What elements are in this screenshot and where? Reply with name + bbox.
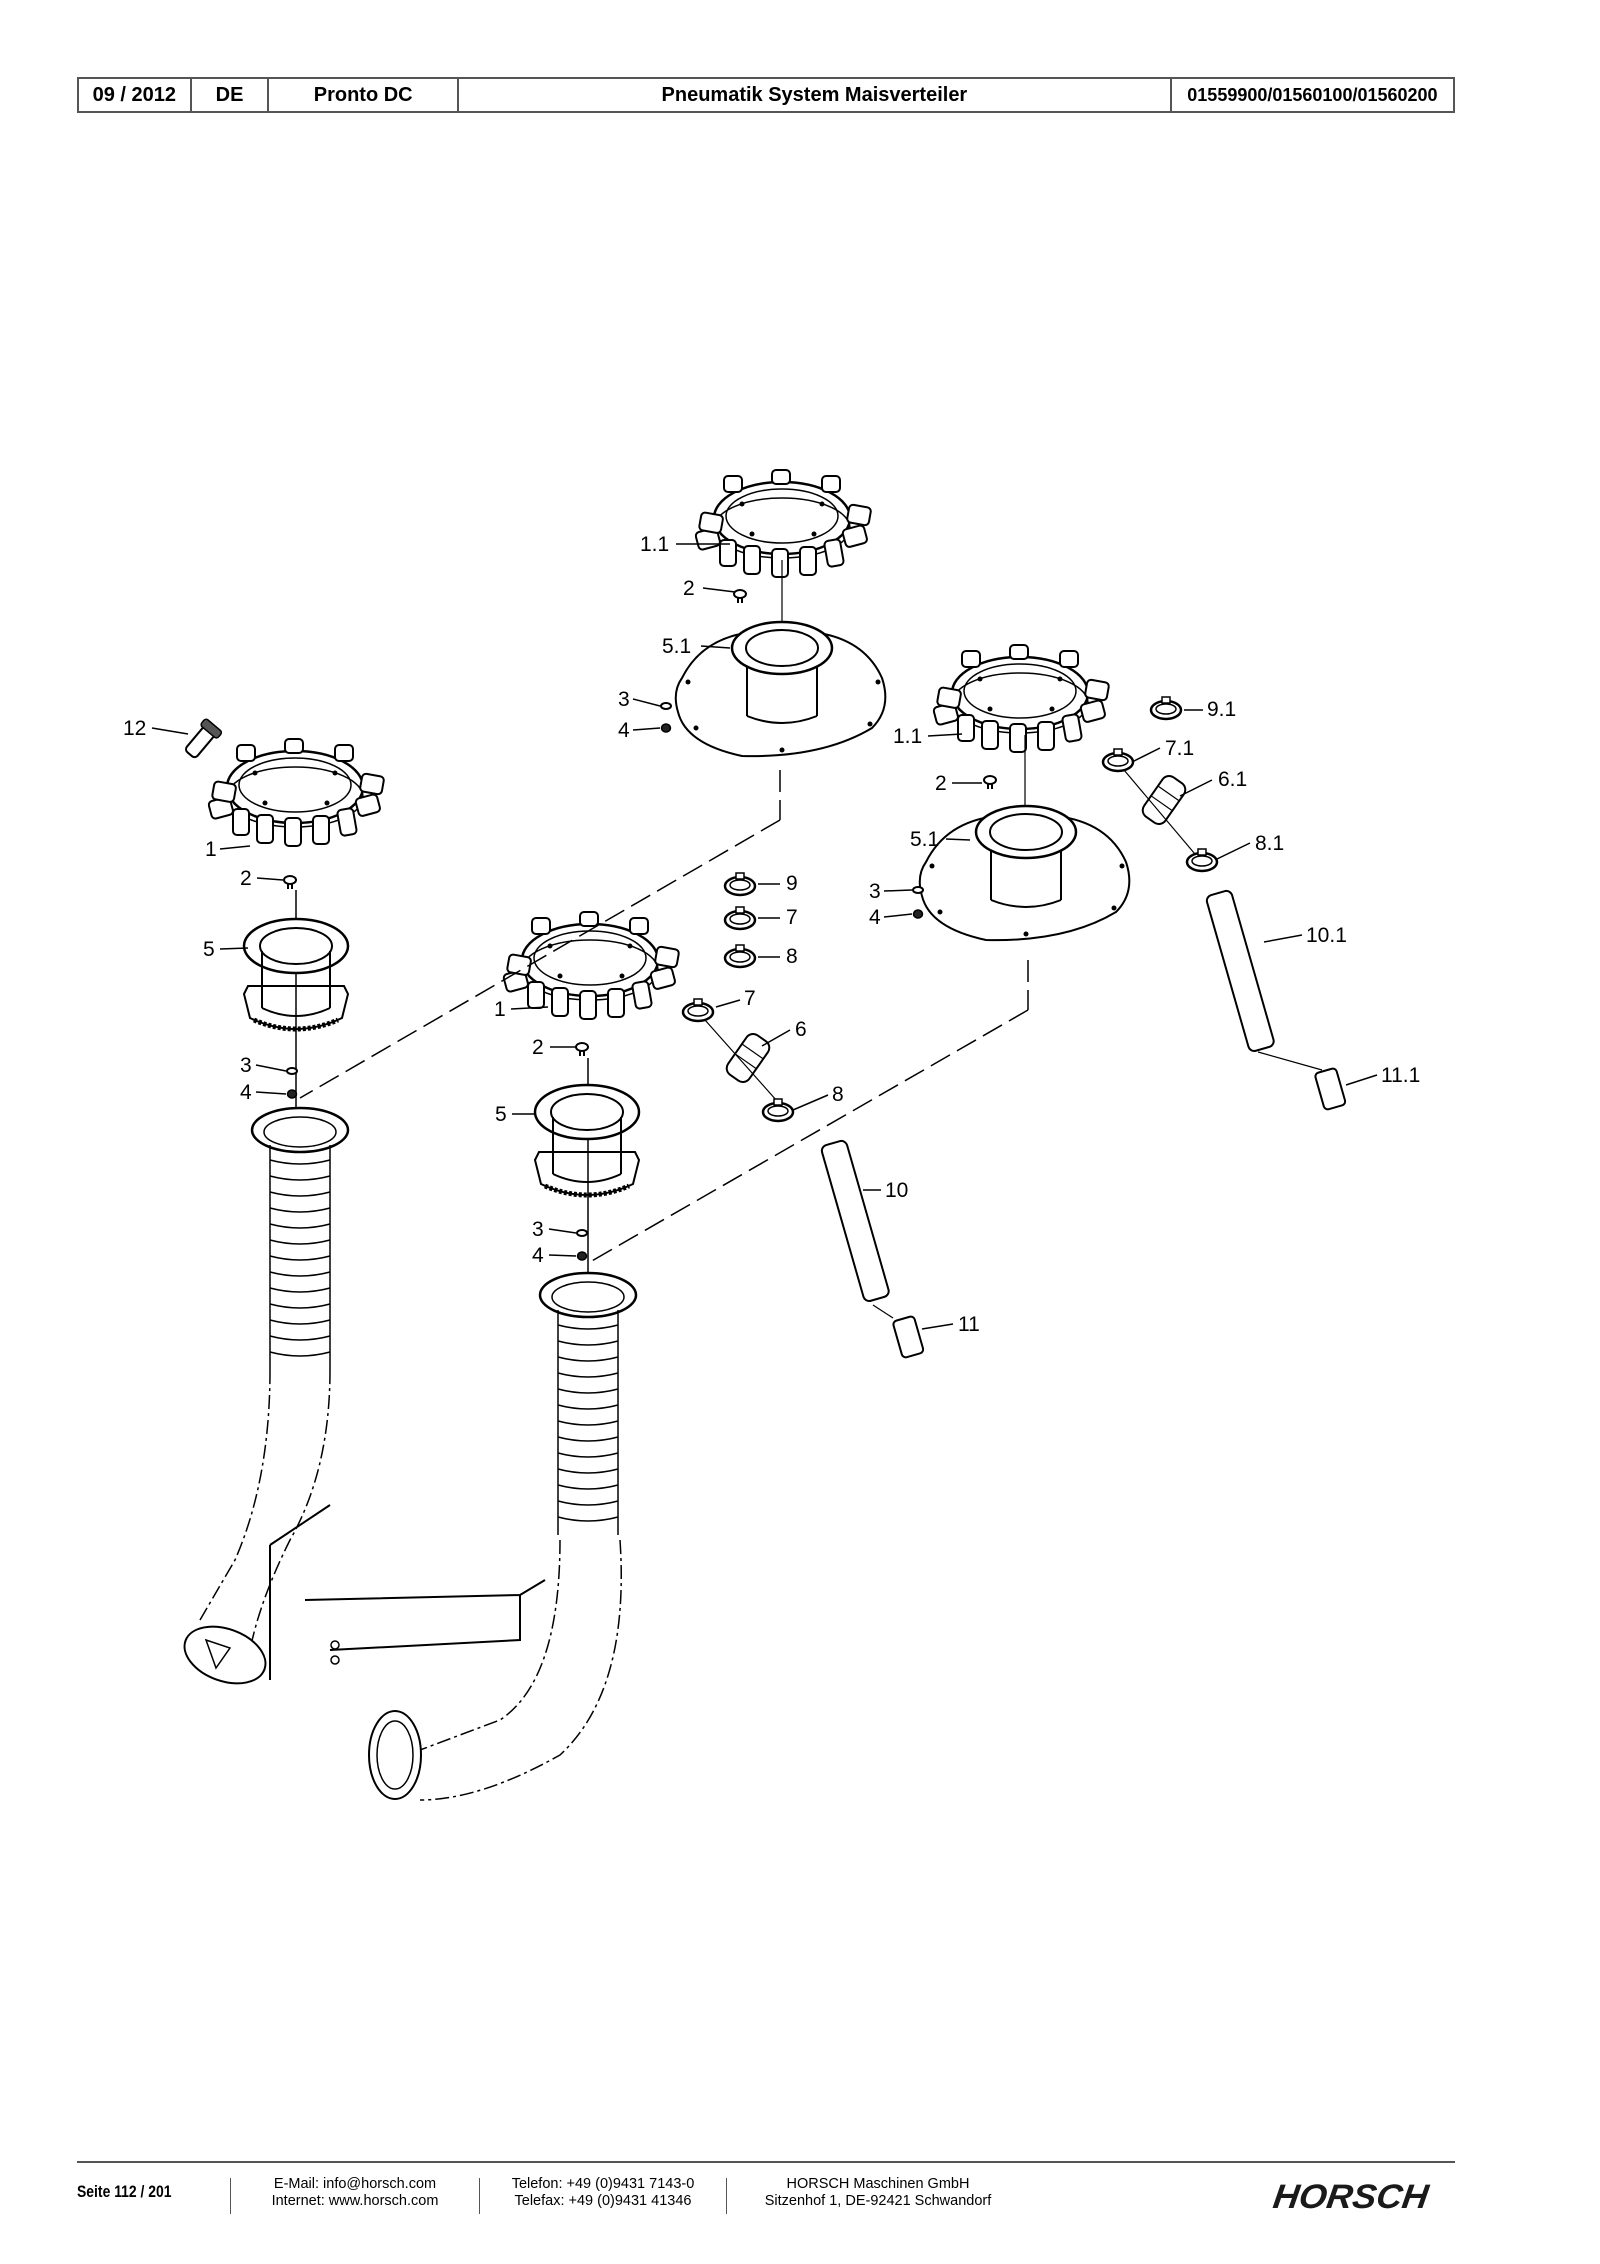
callout-label: 3 (869, 880, 881, 903)
footer-phone: Telefon: +49 (0)9431 7143-0 (511, 2176, 695, 2192)
callout-leader (702, 587, 736, 593)
callout-label: 7 (744, 987, 756, 1010)
callout-leader (921, 1323, 954, 1330)
callout-leader (510, 1006, 549, 1010)
callout-leader (632, 727, 661, 731)
callout-label: 8 (786, 945, 798, 968)
callout-label: 12 (123, 717, 146, 740)
callout-label: 3 (240, 1054, 252, 1077)
header-table: 09 / 2012 DE Pronto DC Pneumatik System … (77, 77, 1455, 113)
callout-label: 11 (958, 1313, 980, 1336)
horsch-logo: HORSCH (1270, 2178, 1431, 2216)
callout-leader (883, 889, 913, 892)
callout-label: 6 (795, 1018, 807, 1041)
header-title: Pneumatik System Maisverteiler (459, 79, 1172, 111)
footer-separator (479, 2178, 480, 2214)
callout-label: 7 (786, 906, 798, 929)
callout-label: 2 (935, 772, 947, 795)
footer-fax: Telefax: +49 (0)9431 41346 (514, 2193, 692, 2209)
callout-leader (1179, 779, 1213, 797)
callout-label: 4 (618, 719, 630, 742)
callout-label: 4 (869, 906, 881, 929)
callout-label: 5 (203, 938, 215, 961)
callout-leader (548, 1254, 577, 1257)
footer-internet: Internet: www.horsch.com (271, 2193, 439, 2209)
footer-company-block: HORSCH Maschinen GmbH Sitzenhof 1, DE-92… (760, 2176, 996, 2210)
callout-leader (255, 1064, 287, 1072)
callout-leader (548, 1228, 577, 1234)
header-language: DE (192, 79, 270, 111)
footer-separator (726, 2178, 727, 2214)
callout-label: 6.1 (1218, 768, 1247, 791)
callout-label: 4 (240, 1081, 252, 1104)
page-number: Seite 112 / 201 (77, 2182, 172, 2201)
assembly-lines (299, 770, 1029, 1263)
callout-leader (883, 913, 913, 918)
header-part-numbers: 01559900/01560100/01560200 (1187, 84, 1438, 105)
callout-leader (700, 645, 731, 649)
footer: Seite 112 / 201 E-Mail: info@horsch.com … (0, 2176, 1600, 2236)
callout-label: 5.1 (910, 828, 939, 851)
callout-label: 10 (885, 1179, 908, 1202)
callout-leader (1216, 842, 1251, 860)
footer-email: E-Mail: info@horsch.com (273, 2176, 437, 2192)
callout-label: 1 (494, 998, 506, 1021)
right-assembly (912, 643, 1347, 1111)
callout-leader (219, 845, 251, 850)
footer-company: HORSCH Maschinen GmbH (786, 2176, 970, 2192)
header-date: 09 / 2012 (79, 79, 192, 111)
callout-label: 9 (786, 872, 798, 895)
callout-label: 9.1 (1207, 698, 1236, 721)
callout-label: 4 (532, 1244, 544, 1267)
callout-label: 3 (532, 1218, 544, 1241)
callout-leader (219, 947, 249, 950)
callout-label: 5 (495, 1103, 507, 1126)
callout-label: 11.1 (1381, 1064, 1420, 1087)
callout-leader (715, 999, 741, 1008)
callout-label: 1.1 (893, 725, 922, 748)
footer-rule (77, 2161, 1455, 2163)
left-assembly (183, 718, 386, 1685)
callout-leader (927, 733, 963, 737)
callout-leader (632, 698, 661, 707)
callout-label: 10.1 (1306, 924, 1347, 947)
middle-assembly (269, 871, 925, 1801)
callout-leader (255, 1091, 287, 1095)
upper-center-assembly (660, 468, 887, 758)
callout-leader (1131, 747, 1161, 763)
header-model: Pronto DC (269, 79, 459, 111)
callout-leader (151, 727, 189, 735)
callout-label: 8.1 (1255, 832, 1284, 855)
callout-label: 2 (683, 577, 695, 600)
callout-leader (761, 1029, 791, 1047)
callout-label: 2 (240, 867, 252, 890)
callout-leader (792, 1094, 829, 1111)
callout-label: 8 (832, 1083, 844, 1106)
callout-leader (1263, 934, 1303, 943)
callout-label: 2 (532, 1036, 544, 1059)
footer-address: Sitzenhof 1, DE-92421 Schwandorf (764, 2193, 992, 2209)
callout-label: 1 (205, 838, 217, 861)
footer-contact-web: E-Mail: info@horsch.com Internet: www.ho… (262, 2176, 448, 2210)
callout-leader (256, 877, 284, 881)
callout-label: 5.1 (662, 635, 691, 658)
callout-label: 1.1 (640, 533, 669, 556)
callout-leader (945, 838, 971, 841)
callout-leader (1345, 1074, 1378, 1086)
callout-label: 7.1 (1165, 737, 1194, 760)
footer-contact-phone: Telefon: +49 (0)9431 7143-0 Telefax: +49… (508, 2176, 698, 2210)
callout-label: 3 (618, 688, 630, 711)
footer-separator (230, 2178, 231, 2214)
